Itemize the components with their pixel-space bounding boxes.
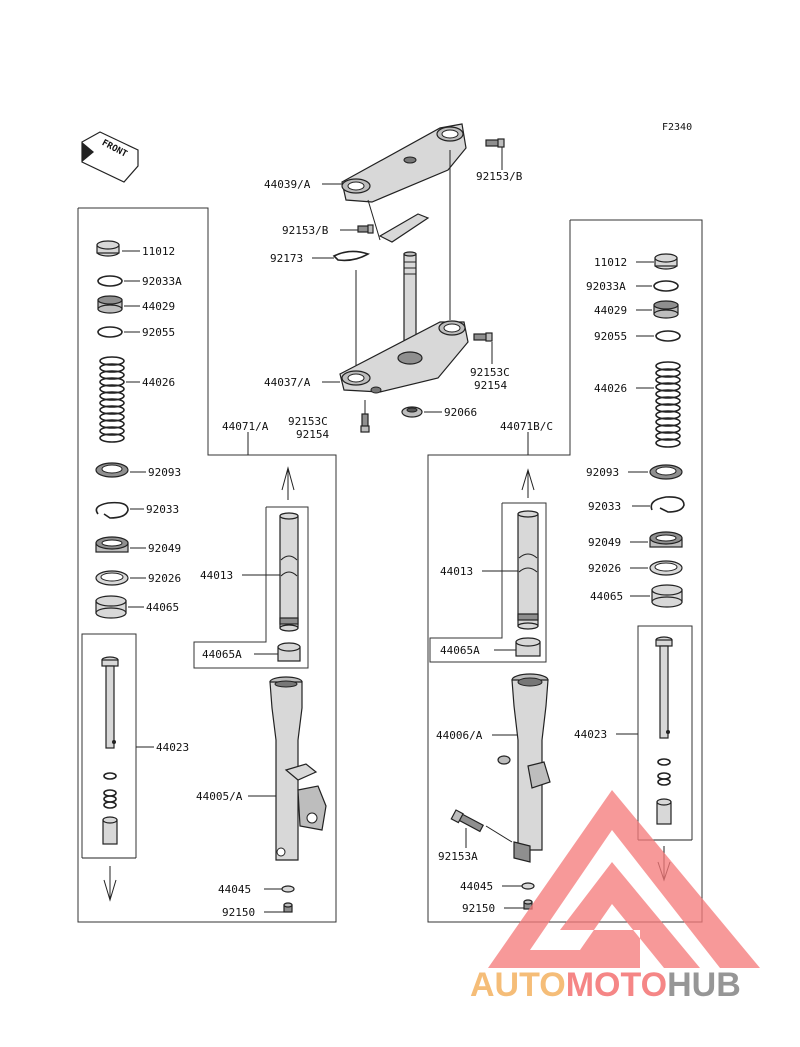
label-44045: 44045	[218, 883, 251, 896]
part-92055-right	[655, 330, 681, 342]
part-92033a	[97, 275, 123, 287]
label-92150-right: 92150	[462, 902, 495, 915]
part-11012	[96, 240, 120, 257]
part-44013-right-tube	[517, 510, 539, 630]
part-92153b-left-bolt	[357, 224, 374, 234]
label-92093: 92093	[148, 466, 181, 479]
label-92049-right: 92049	[588, 536, 621, 549]
label-44039a: 44039/A	[264, 178, 311, 191]
part-44026-right-spring	[655, 361, 681, 448]
label-92055-right: 92055	[594, 330, 627, 343]
label-44023: 44023	[156, 741, 189, 754]
label-92154-right: 92154	[474, 379, 507, 392]
label-44065-right: 44065	[590, 590, 623, 603]
part-92055	[97, 326, 123, 338]
part-44005a-outer-tube	[269, 676, 327, 861]
label-44023-right: 44023	[574, 728, 607, 741]
label-44029: 44029	[142, 300, 175, 313]
right-fork-group: 44071B/C 11012 92033A 44029 92055	[427, 219, 703, 923]
part-92153c-right-bolt	[473, 332, 493, 342]
label-44005a: 44005/A	[196, 790, 243, 803]
part-44039a-upper-clamp	[341, 123, 467, 203]
label-92026-right: 92026	[588, 562, 621, 575]
part-44037a-lower-clamp	[339, 320, 469, 394]
part-44065-right	[651, 584, 683, 608]
label-92173: 92173	[270, 252, 303, 265]
watermark-part-hub: HUB	[667, 966, 741, 1004]
steering-stem-group: 44039/A 92153/B 92153/B 92173	[264, 123, 523, 441]
part-44026-spring	[99, 356, 125, 443]
part-44045	[281, 885, 295, 893]
label-92153a: 92153A	[438, 850, 478, 863]
part-92049-right	[649, 531, 683, 548]
part-92093	[95, 462, 129, 478]
label-44013: 44013	[200, 569, 233, 582]
part-44065a	[277, 642, 301, 662]
part-92049	[95, 536, 129, 553]
label-44071a: 44071/A	[222, 420, 269, 433]
part-92150-bolt	[283, 902, 293, 913]
part-44023-damper-rod	[101, 656, 119, 845]
label-44065: 44065	[146, 601, 179, 614]
part-92153a-bolt	[450, 809, 485, 833]
part-92033-right	[650, 496, 685, 513]
part-92033a-right	[653, 280, 679, 292]
label-92154-left: 92154	[296, 428, 329, 441]
watermark-part-moto: MOTO	[566, 966, 667, 1004]
label-92153c-right: 92153C	[470, 366, 510, 379]
label-44029-right: 44029	[594, 304, 627, 317]
part-92153b-top-bolt	[485, 138, 505, 148]
label-44071bc: 44071B/C	[500, 420, 553, 433]
label-92049: 92049	[148, 542, 181, 555]
watermark-text: AUTOMOTOHUB	[470, 966, 741, 1004]
figure-id: F2340	[662, 122, 692, 133]
label-92033-right: 92033	[588, 500, 621, 513]
label-11012: 11012	[142, 245, 175, 258]
part-92026	[95, 570, 129, 586]
label-44013-right: 44013	[440, 565, 473, 578]
label-44026-right: 44026	[594, 382, 627, 395]
front-arrow-icon: FRONT	[81, 131, 139, 183]
part-92173-bracket	[332, 213, 430, 262]
label-92026: 92026	[148, 572, 181, 585]
part-44045-right	[521, 882, 535, 890]
part-92150-right-bolt	[523, 899, 533, 910]
label-44037a: 44037/A	[264, 376, 311, 389]
label-44006a: 44006/A	[436, 729, 483, 742]
label-92153c-left: 92153C	[288, 415, 328, 428]
label-92033: 92033	[146, 503, 179, 516]
label-44026: 44026	[142, 376, 175, 389]
label-44065a-right: 44065A	[440, 644, 480, 657]
label-44045-right: 44045	[460, 880, 493, 893]
watermark-part-auto: AUTO	[470, 966, 566, 1004]
label-44065a: 44065A	[202, 648, 242, 661]
part-44023-right-damper-rod	[655, 636, 673, 825]
label-92033a: 92033A	[142, 275, 182, 288]
part-92033	[95, 501, 129, 519]
label-92055: 92055	[142, 326, 175, 339]
part-92093-right	[649, 464, 683, 480]
part-44029	[97, 295, 123, 314]
part-44029-right	[653, 300, 679, 319]
label-92093-right: 92093	[586, 466, 619, 479]
part-92153c-left-bolt	[360, 413, 370, 433]
watermark-triangle-icon	[488, 790, 760, 968]
part-44006a-outer-tube	[497, 673, 551, 863]
label-11012-right: 11012	[594, 256, 627, 269]
part-92026-right	[649, 560, 683, 576]
part-44065a-right	[515, 637, 541, 657]
label-92033a-right: 92033A	[586, 280, 626, 293]
left-fork-group: 44071/A 11012 92033A 44029 92055	[77, 207, 337, 923]
label-92153b-left: 92153/B	[282, 224, 329, 237]
part-11012-right	[654, 253, 678, 270]
label-92150: 92150	[222, 906, 255, 919]
part-44013-tube	[279, 512, 299, 632]
part-steering-stem	[403, 251, 417, 355]
label-92066: 92066	[444, 406, 477, 419]
label-92153b-top: 92153/B	[476, 170, 523, 183]
watermark-logo: AUTOMOTOHUB	[470, 790, 760, 1004]
part-92066-nut	[401, 406, 423, 418]
part-44065	[95, 595, 127, 619]
